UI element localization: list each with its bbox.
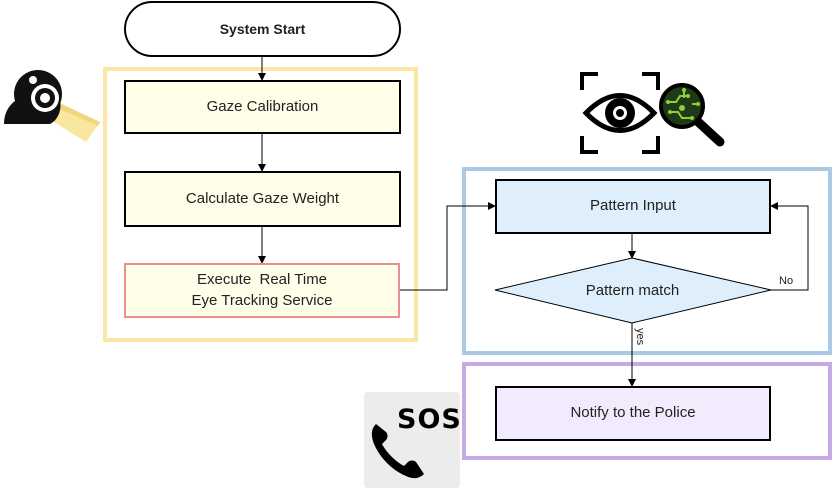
pattern-input-box: Pattern Input — [495, 179, 771, 234]
gaze-calibration-label: Gaze Calibration — [206, 97, 319, 115]
pattern-match-diamond — [494, 257, 772, 324]
system-start-label: System Start — [219, 20, 306, 37]
notify-group — [462, 362, 832, 460]
edge-label-no: No — [779, 275, 794, 287]
gaze-calibration-box: Gaze Calibration — [124, 80, 401, 134]
execute-eye-tracking-box: Execute Real Time Eye Tracking Service — [124, 263, 400, 318]
calibration-group — [103, 67, 418, 342]
pattern-match-label-wrap: Pattern match — [560, 278, 705, 304]
phone-icon — [371, 424, 424, 479]
sos-text: SOS — [397, 404, 462, 435]
pattern-match-label: Pattern match — [585, 281, 680, 299]
webcam-icon — [4, 70, 100, 142]
system-start-terminator: System Start — [124, 1, 401, 57]
circuit-magnifier-icon — [659, 83, 725, 147]
calculate-gaze-weight-label: Calculate Gaze Weight — [185, 189, 340, 207]
edge-label-yes: yes — [634, 328, 646, 346]
arrow-no-loop — [770, 202, 809, 291]
eye-scan-icon — [580, 72, 660, 154]
notify-police-label: Notify to the Police — [570, 404, 696, 422]
execute-label-line1: Execute Real Time — [196, 271, 328, 289]
arrow-execute-to-pattern-input — [399, 202, 496, 291]
notify-police-box: Notify to the Police — [495, 386, 771, 441]
pattern-input-label: Pattern Input — [590, 197, 676, 215]
execute-label-line2: Eye Tracking Service — [191, 291, 333, 309]
calculate-gaze-weight-box: Calculate Gaze Weight — [124, 171, 401, 227]
pattern-group — [462, 167, 832, 355]
